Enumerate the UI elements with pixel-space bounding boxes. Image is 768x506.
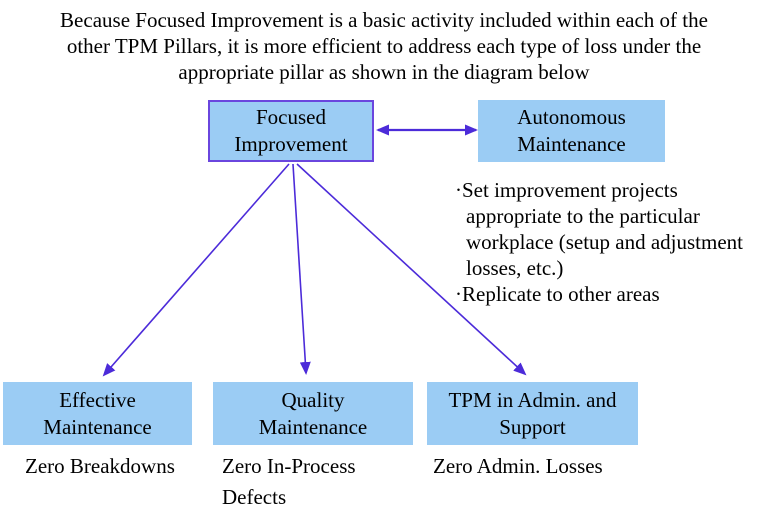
arrow-fi-quality (292, 163, 311, 375)
intro-paragraph: Because Focused Improvement is a basic a… (0, 7, 768, 85)
quality-maintenance-label: Quality Maintenance (258, 387, 368, 439)
autonomous-maintenance-notes: ·Set improvement projects appropriate to… (455, 177, 743, 307)
goal-zero-admin-losses: Zero Admin. Losses (433, 454, 603, 478)
intro-line-1: Because Focused Improvement is a basic a… (60, 8, 708, 32)
goal-zero-in-process-defects: Zero In-Process Defects (222, 454, 356, 506)
note-line: ·Replicate to other areas (455, 282, 660, 306)
effective-maintenance-label: Effective Maintenance (43, 387, 152, 439)
note-line: workplace (setup and adjustment (466, 230, 743, 254)
note-line: losses, etc.) (466, 256, 564, 280)
note-line: appropriate to the particular (466, 204, 700, 228)
tpm-admin-support-label: TPM in Admin. and Support (448, 387, 617, 439)
note-line: ·Set improvement projects (455, 178, 678, 202)
quality-maintenance-box: Quality Maintenance (213, 382, 413, 445)
arrow-fi-effective (102, 163, 290, 377)
autonomous-maintenance-box: Autonomous Maintenance (478, 100, 665, 162)
autonomous-maintenance-label: Autonomous Maintenance (517, 105, 626, 156)
intro-line-3: appropriate pillar as shown in the diagr… (178, 60, 590, 84)
effective-maintenance-box: Effective Maintenance (3, 382, 192, 445)
tpm-admin-support-box: TPM in Admin. and Support (427, 382, 638, 445)
focused-improvement-box: Focused Improvement (208, 100, 374, 162)
focused-improvement-label: Focused Improvement (234, 105, 348, 156)
intro-line-2: other TPM Pillars, it is more efficient … (66, 34, 702, 58)
goal-zero-breakdowns: Zero Breakdowns (25, 454, 175, 478)
